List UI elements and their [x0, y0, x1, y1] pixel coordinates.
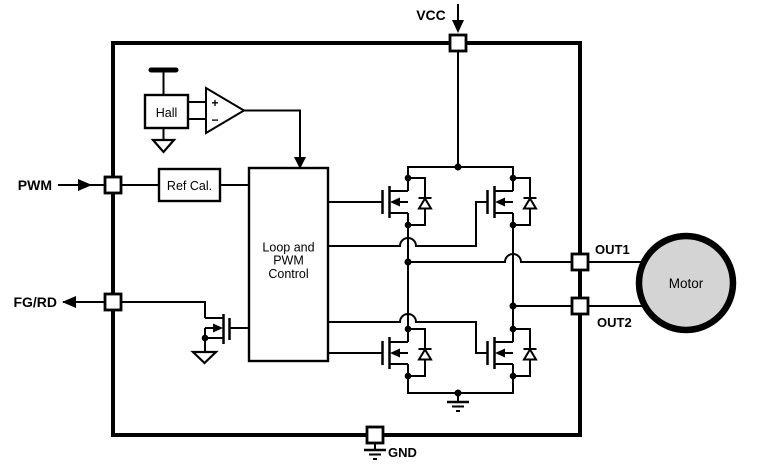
mosfet-low-side-left — [381, 324, 433, 381]
junction-dot — [201, 334, 209, 342]
comparator-plus-input: + — [211, 96, 218, 110]
arrow-right-icon — [78, 179, 92, 191]
loop-block-label-line3: Control — [268, 267, 308, 281]
pwm-pin-label: PWM — [18, 177, 52, 193]
vcc-pin-label: VCC — [416, 7, 446, 23]
junction-dot — [454, 163, 462, 171]
ic-boundary-box — [111, 41, 582, 437]
gnd-pin — [365, 425, 385, 445]
mosfet-low-side-right — [486, 324, 538, 381]
motor-label: Motor — [669, 276, 704, 291]
out2-pin-label: OUT2 — [597, 315, 632, 330]
ground-arrow-icon — [190, 350, 219, 365]
junction-dot — [404, 258, 412, 266]
gate-wire-ls-right — [328, 313, 488, 354]
mosfet-high-side-left — [381, 173, 433, 230]
out1-pin — [570, 252, 590, 272]
fg-rd-pin-label: FG/RD — [13, 294, 57, 310]
ref-cal-section: Ref Cal. — [121, 167, 249, 203]
source-rail — [407, 376, 514, 394]
vcc-pin — [448, 33, 468, 53]
out1-wire — [408, 253, 572, 263]
out1-pin-label: OUT1 — [595, 242, 630, 257]
comparator-output-wire — [244, 109, 301, 159]
out2-pin-group: OUT2 — [570, 296, 632, 330]
hall-block — [143, 93, 190, 130]
motor: Motor — [635, 232, 737, 334]
gate-drive-wires — [328, 201, 488, 354]
motor-circle — [635, 232, 737, 334]
loop-pwm-control-block — [247, 166, 330, 363]
comparator: + − — [205, 86, 306, 169]
out2-pin — [570, 296, 590, 316]
fg-rd-pin — [103, 292, 123, 312]
pwm-pin-group: PWM — [18, 175, 123, 195]
loop-block-label-line1: Loop and — [262, 241, 314, 255]
hall-block-label: Hall — [156, 106, 178, 120]
comparator-minus-input: − — [211, 113, 218, 127]
junction-dot — [509, 302, 517, 310]
arrow-down-icon — [452, 20, 464, 33]
vcc-pin-group: VCC — [416, 4, 468, 53]
fg-output-mosfet — [121, 301, 249, 365]
earth-ground-icon — [364, 448, 386, 460]
hall-sensor-subsystem: Hall — [143, 67, 206, 154]
arrow-left-icon — [62, 296, 76, 308]
ground-arrow-icon — [150, 138, 177, 154]
ref-cal-block — [157, 167, 222, 203]
pwm-pin — [103, 175, 123, 195]
loop-block-label-line2: PWM — [273, 254, 304, 268]
gnd-pin-label: GND — [388, 445, 417, 460]
h-bridge-wiring — [404, 51, 572, 412]
comparator-triangle — [205, 86, 246, 135]
out1-pin-group: OUT1 — [570, 242, 630, 272]
gnd-pin-group: GND — [364, 425, 417, 460]
gate-wire-hs-right — [328, 201, 488, 247]
mosfet-high-side-right — [486, 173, 538, 230]
earth-ground-icon — [447, 400, 469, 412]
arrow-down-icon — [294, 157, 306, 169]
loop-pwm-control-section: Loop and PWM Control — [247, 166, 330, 363]
mosfet-body-arrow-icon — [213, 323, 223, 333]
wire-segment — [121, 301, 206, 318]
fg-rd-pin-group: FG/RD — [13, 292, 123, 312]
ref-cal-block-label: Ref Cal. — [167, 179, 212, 193]
